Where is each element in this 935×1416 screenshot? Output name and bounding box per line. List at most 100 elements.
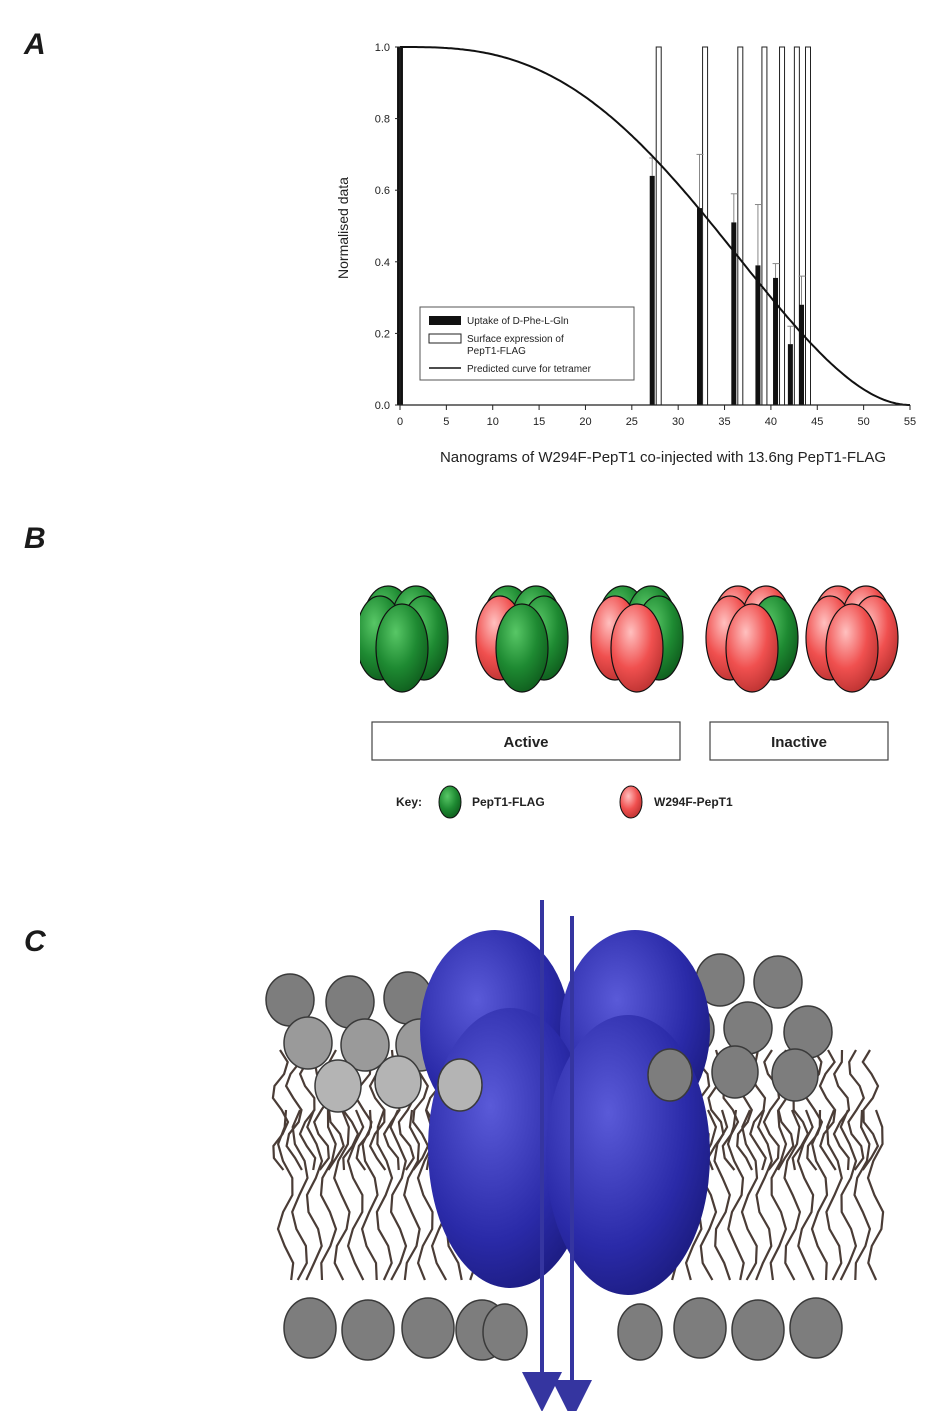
lipid-tail — [762, 1049, 781, 1171]
y-tick-label: 0.2 — [375, 328, 390, 340]
legend-swatch-uptake — [429, 316, 461, 325]
key-green-swatch — [438, 785, 462, 819]
lipid-head — [283, 1297, 337, 1359]
x-tick-label: 5 — [443, 416, 449, 428]
tetramer-complex — [590, 585, 684, 693]
panel-c-membrane — [180, 880, 900, 1416]
x-tick-label: 50 — [858, 416, 870, 428]
tetramer-complex — [805, 585, 899, 693]
lipid-tail — [740, 1109, 759, 1281]
subunit-front — [825, 603, 879, 693]
key-label: Key: — [396, 795, 422, 809]
lipid-head — [673, 1297, 727, 1359]
bar-uptake — [773, 277, 779, 405]
y-tick-label: 1.0 — [375, 42, 390, 54]
key-red-swatch — [619, 785, 643, 819]
key-green-label: PepT1-FLAG — [472, 795, 545, 809]
x-tick-label: 15 — [533, 416, 545, 428]
tetramer-complex — [705, 585, 799, 693]
tetramer-diagram: Active Inactive Key: PepT1-FLAG W294F-Pe… — [355, 585, 899, 819]
bar-surface — [779, 46, 786, 406]
y-tick-label: 0.8 — [375, 114, 390, 126]
bar-surface — [702, 46, 709, 406]
panel-label-a: A — [24, 28, 46, 61]
lipid-tail — [755, 1109, 773, 1281]
bar-uptake — [697, 208, 703, 405]
x-tick-label: 35 — [718, 416, 730, 428]
lipid-head — [647, 1048, 693, 1102]
bar-uptake — [787, 344, 793, 405]
lipid-tail — [847, 1049, 866, 1171]
lipid-head — [283, 1016, 333, 1070]
lipid-head — [731, 1299, 785, 1361]
lipid-head — [753, 955, 803, 1009]
lipid-tail — [305, 1109, 324, 1281]
x-tick-label: 25 — [626, 416, 638, 428]
x-tick-label: 55 — [904, 416, 916, 428]
lipid-tail — [783, 1109, 802, 1281]
lipid-tail — [796, 1109, 815, 1281]
lipid-tail — [818, 1049, 837, 1171]
y-tick-label: 0.0 — [375, 400, 390, 412]
lipid-head — [789, 1297, 843, 1359]
lipid-tail — [853, 1109, 872, 1281]
panel-label-b: B — [24, 522, 46, 555]
lipid-head — [374, 1055, 422, 1109]
lipid-tail — [360, 1109, 379, 1281]
lipid-tail — [312, 1049, 331, 1171]
lipid-head — [314, 1059, 362, 1113]
lipid-tail — [839, 1109, 858, 1281]
bar-uptake — [799, 304, 805, 405]
legend-uptake-label: Uptake of D-Phe-L-Gln — [467, 316, 569, 327]
panel-b-diagram: Active Inactive Key: PepT1-FLAG W294F-Pe… — [355, 578, 920, 828]
subunit-front — [375, 603, 429, 693]
lipid-head — [341, 1299, 395, 1361]
bar-uptake — [731, 222, 737, 405]
panel-label-c: C — [24, 925, 46, 958]
bar-surface — [737, 46, 744, 406]
subunit-front — [610, 603, 664, 693]
bar-uptake — [649, 175, 655, 405]
legend-curve-label: Predicted curve for tetramer — [467, 364, 592, 375]
bar-surface — [793, 46, 800, 406]
x-tick-label: 10 — [487, 416, 499, 428]
legend-surface-label-2: PepT1-FLAG — [467, 346, 526, 357]
bar-surface — [655, 46, 662, 406]
bar-surface — [805, 46, 811, 406]
y-axis-label: Normalised data — [335, 177, 351, 279]
membrane-illustration — [265, 900, 885, 1416]
lipid-head — [437, 1058, 483, 1112]
inactive-label: Inactive — [771, 734, 827, 751]
lipid-heads-top-group — [265, 953, 833, 1113]
lipid-tail — [713, 1109, 732, 1281]
lipid-head — [771, 1048, 819, 1102]
legend-surface-label-1: Surface expression of — [467, 334, 564, 345]
y-tick-label: 0.4 — [375, 257, 390, 269]
lipid-head — [401, 1297, 455, 1359]
inactive-box — [709, 721, 889, 761]
lipid-heads-bottom-group — [283, 1297, 843, 1361]
lipid-tail — [403, 1109, 421, 1281]
tetramer-complex — [475, 585, 569, 693]
bar-surface — [761, 46, 768, 406]
lipid-tail — [291, 1109, 309, 1281]
key-red-label: W294F-PepT1 — [654, 795, 733, 809]
lipid-tail — [346, 1109, 365, 1281]
lipid-tail — [769, 1109, 788, 1281]
lipid-tail — [319, 1109, 338, 1281]
lipid-tail — [699, 1109, 718, 1281]
lipid-tail — [832, 1049, 851, 1171]
lipid-heads-front-group — [437, 1048, 693, 1361]
lipid-tail — [333, 1109, 351, 1281]
x-tick-label: 40 — [765, 416, 777, 428]
legend: Uptake of D-Phe-L-Gln Surface expression… — [419, 306, 635, 381]
x-tick-label: 45 — [811, 416, 823, 428]
transporter-protein — [420, 930, 710, 1295]
lipid-tail — [298, 1049, 317, 1171]
subunit-front — [725, 603, 779, 693]
lipid-head — [711, 1045, 759, 1099]
lipid-tail — [825, 1109, 843, 1281]
